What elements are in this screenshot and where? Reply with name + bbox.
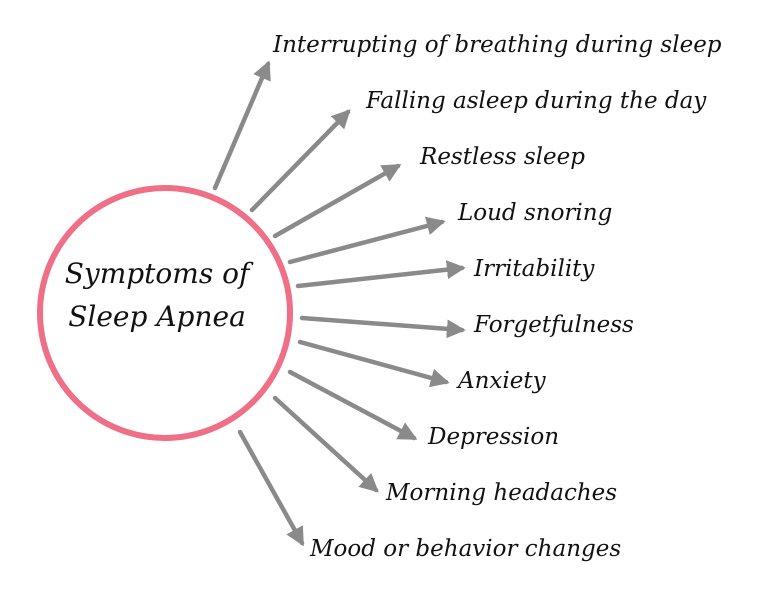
symptom-label-5: Irritability bbox=[474, 256, 595, 282]
arrow-4 bbox=[287, 216, 446, 265]
center-title: Symptoms of Sleep Apnea bbox=[37, 252, 277, 339]
symptom-label-3: Restless sleep bbox=[420, 144, 585, 170]
arrow-3 bbox=[272, 163, 402, 239]
arrow-2 bbox=[249, 109, 351, 213]
center-title-line-2: Sleep Apnea bbox=[68, 300, 246, 334]
center-title-line-1: Symptoms of bbox=[64, 257, 250, 290]
symptom-label-1: Interrupting of breathing during sleep bbox=[273, 32, 722, 58]
arrows-group bbox=[212, 60, 466, 547]
arrow-1 bbox=[212, 60, 271, 191]
center-circle bbox=[37, 185, 293, 441]
symptom-label-7: Anxiety bbox=[458, 368, 546, 394]
arrow-9 bbox=[272, 395, 379, 493]
arrow-10 bbox=[237, 429, 305, 547]
arrow-5 bbox=[295, 260, 466, 289]
arrow-8 bbox=[287, 369, 418, 441]
symptom-label-6: Forgetfulness bbox=[474, 312, 634, 338]
symptom-label-8: Depression bbox=[428, 424, 560, 450]
arrow-7 bbox=[297, 339, 450, 388]
symptom-label-2: Falling asleep during the day bbox=[366, 88, 707, 114]
symptom-label-9: Morning headaches bbox=[386, 480, 618, 506]
symptom-label-10: Mood or behavior changes bbox=[310, 536, 622, 562]
symptom-label-4: Loud snoring bbox=[458, 200, 613, 226]
arrow-6 bbox=[299, 315, 466, 339]
